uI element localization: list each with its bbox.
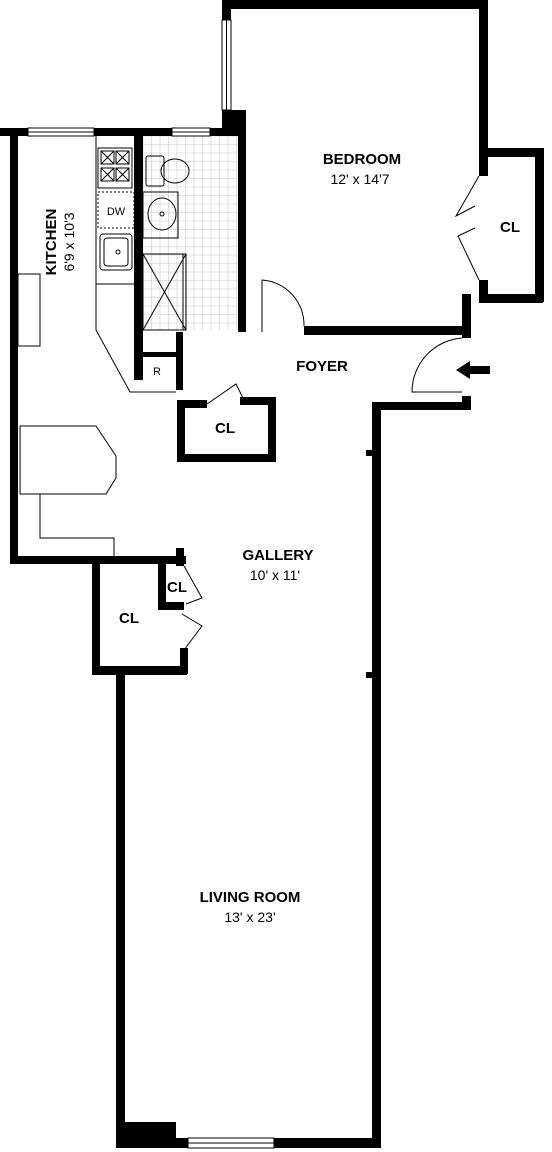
gallery-size: 10' x 11' [250, 567, 300, 583]
gallery-closet-label: CL [119, 610, 139, 627]
stove-burners-icon [100, 150, 130, 182]
doors [181, 175, 480, 651]
gallery-label: GALLERY [242, 547, 313, 564]
bedroom-size: 12' x 14'7 [330, 171, 389, 187]
windows [27, 19, 275, 1149]
foyer-closet-label: CL [215, 420, 235, 437]
living-room-size: 13' x 23' [224, 909, 275, 925]
living-room-label: LIVING ROOM [200, 889, 301, 906]
dishwasher-label: DW [107, 206, 126, 218]
gallery-small-closet-label: CL [167, 579, 187, 596]
bathroom-tile-grid [142, 135, 238, 330]
bedroom-label: BEDROOM [323, 151, 401, 168]
bath-fixtures [142, 155, 190, 331]
foyer-label: FOYER [296, 358, 348, 375]
entry-arrow-icon [456, 361, 490, 379]
bedroom-closet-label: CL [500, 219, 520, 236]
kitchen-size: 6'9 x 10'3 [61, 212, 77, 271]
kitchen-fixtures [17, 136, 176, 556]
kitchen-label: KITCHEN [43, 209, 60, 276]
refrigerator-label: R [153, 366, 161, 378]
